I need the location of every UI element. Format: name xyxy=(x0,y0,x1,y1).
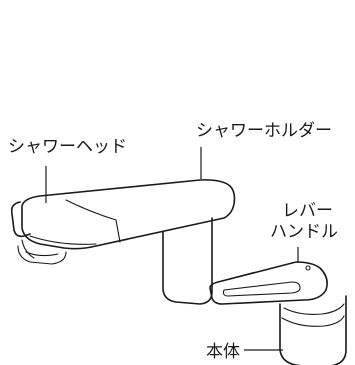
shower-head-body xyxy=(21,179,236,250)
body-label: 本体 xyxy=(206,342,240,362)
faucet-illustration xyxy=(10,179,347,365)
lever-handle-label-line1: レバー xyxy=(282,201,333,221)
head-seam xyxy=(65,199,121,243)
nozzle-tip xyxy=(17,245,67,265)
head-underside xyxy=(29,235,97,245)
body-top-ring xyxy=(281,315,345,327)
shower-head-label: シャワーヘッド xyxy=(8,137,127,157)
holder-column xyxy=(162,217,213,305)
shower-nozzle-knob xyxy=(10,201,31,238)
shower-holder-label: シャワーホルダー xyxy=(196,121,332,141)
lever-handle-outer xyxy=(209,261,328,305)
faucet-main-body xyxy=(279,295,347,365)
body-collar xyxy=(283,303,345,315)
lever-handle-inner xyxy=(222,281,301,297)
nozzle-face xyxy=(21,239,35,259)
lever-dot xyxy=(305,265,311,271)
lever-handle-label-line2: ハンドル xyxy=(270,222,338,242)
